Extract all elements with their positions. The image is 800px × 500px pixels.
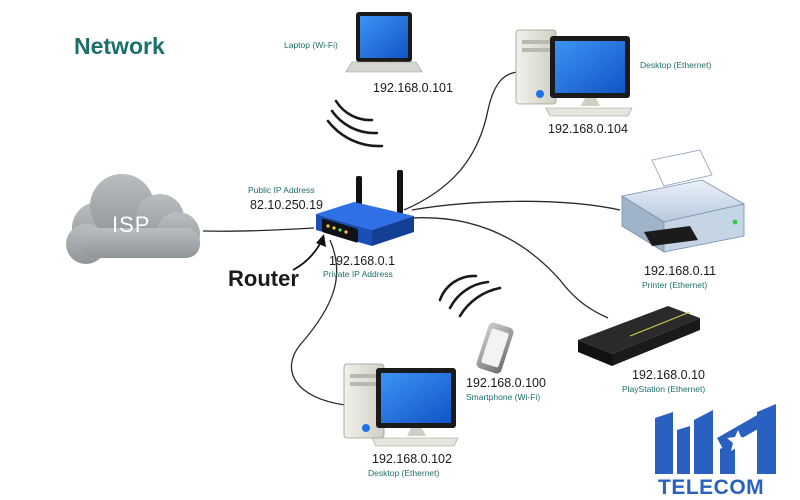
telecom-logo-text: TELECOM (658, 476, 765, 499)
printer-icon (620, 149, 746, 253)
router-to-desktop-bottom-cable (290, 239, 346, 406)
router-pointer-arrow (292, 234, 326, 271)
desktop-top-icon (515, 29, 633, 117)
router-label: Router (228, 266, 299, 291)
laptop-ip: 192.168.0.101 (373, 81, 453, 95)
laptop-caption: Laptop (Wi-Fi) (284, 40, 338, 50)
desktop-bottom-icon (343, 363, 459, 447)
isp-to-router-cable (202, 227, 315, 232)
smartphone-icon (476, 322, 514, 374)
playstation-icon (578, 306, 700, 366)
router-private-caption: Private IP Address (323, 269, 393, 279)
desktop-top-ip: 192.168.0.104 (548, 122, 628, 136)
router-to-playstation-cable (411, 217, 609, 319)
laptop-icon (345, 12, 423, 73)
public-ip-caption: Public IP Address (248, 185, 315, 195)
smartphone-caption: Smartphone (Wi-Fi) (466, 392, 541, 402)
playstation-caption: PlayStation (Ethernet) (622, 384, 706, 394)
printer-caption: Printer (Ethernet) (642, 280, 708, 290)
laptop-wifi-waves (326, 99, 384, 148)
desktop-bottom-caption: Desktop (Ethernet) (368, 468, 440, 478)
router-to-desktop-top-cable (403, 71, 521, 211)
router-private-ip: 192.168.0.1 (329, 254, 396, 268)
isp-label: ISP (112, 212, 151, 237)
telecom-logo-icon (655, 404, 776, 474)
router-to-printer-cable (411, 200, 621, 211)
printer-ip: 192.168.0.11 (644, 264, 717, 278)
router-icon (316, 170, 414, 246)
desktop-bottom-ip: 192.168.0.102 (372, 452, 452, 466)
connection-lines (202, 71, 621, 406)
smartphone-ip: 192.168.0.100 (466, 376, 546, 390)
public-ip-value: 82.10.250.19 (250, 198, 323, 212)
desktop-top-caption: Desktop (Ethernet) (640, 60, 712, 70)
isp-cloud (66, 174, 200, 264)
smartphone-wifi-waves (438, 274, 502, 318)
diagram-title: Network (74, 33, 165, 59)
playstation-ip: 192.168.0.10 (632, 368, 705, 382)
